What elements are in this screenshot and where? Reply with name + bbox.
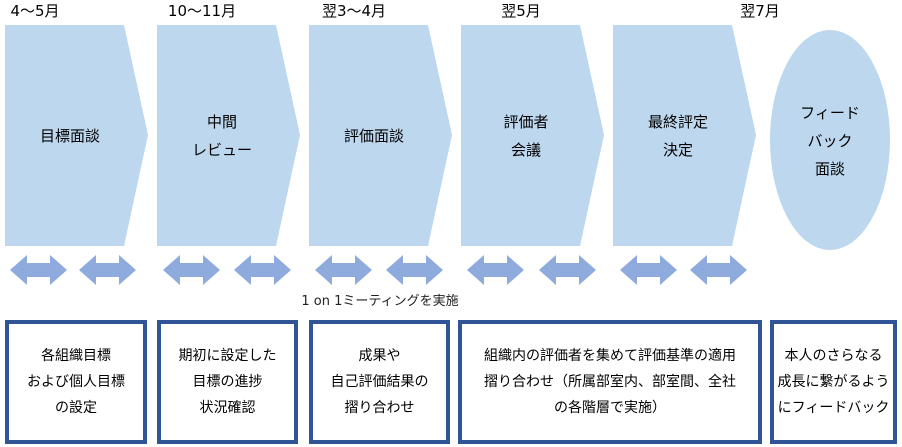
double-arrow-icon <box>467 255 524 285</box>
stage-label-5: 最終評定決定 <box>647 112 708 159</box>
double-arrow-icon <box>539 255 596 285</box>
stage-arrow-2 <box>157 25 300 246</box>
stage-arrow-1 <box>5 25 148 246</box>
description-box-2: 期初に設定した目標の進捗状況確認 <box>157 320 298 444</box>
double-arrow-icon <box>234 255 291 285</box>
stage-arrow-4 <box>461 25 604 246</box>
description-box-3: 成果や自己評価結果の摺り合わせ <box>309 320 450 444</box>
period-4: 翌5月 <box>501 2 541 20</box>
stage-label-2: 中間レビュー <box>191 112 252 159</box>
double-arrow-icon <box>163 255 220 285</box>
period-2: 10～11月 <box>167 2 237 20</box>
double-arrow-icon <box>386 255 443 285</box>
period-1: 4～5月 <box>10 2 60 20</box>
one-on-one-note: 1 on 1ミーティングを実施 <box>301 294 459 309</box>
stage-label-3: 評価面談 <box>343 126 404 145</box>
stage-label-1: 目標面談 <box>39 126 100 145</box>
description-box-1: 各組織目標および個人目標の設定 <box>5 320 147 444</box>
stage-ellipse-6 <box>770 30 890 250</box>
stage-arrow-3 <box>309 25 452 246</box>
description-box-5: 本人のさらなる成長に繋がるようにフィードバック <box>770 320 897 444</box>
stage-label-6: フィードバック面談 <box>800 103 860 178</box>
period-3: 翌3～4月 <box>321 2 387 20</box>
stage-label-4: 評価者会議 <box>503 112 549 159</box>
double-arrow-icon <box>690 255 747 285</box>
double-arrow-icon <box>79 255 136 285</box>
period-6: 翌7月 <box>740 2 780 20</box>
double-arrow-icon <box>620 255 677 285</box>
description-box-4: 組織内の評価者を集めて評価基準の適用摺り合わせ（所属部室内、部室間、全社の各階層… <box>458 320 762 444</box>
double-arrow-icon <box>10 255 67 285</box>
stage-arrow-5 <box>613 25 756 246</box>
double-arrow-icon <box>315 255 372 285</box>
